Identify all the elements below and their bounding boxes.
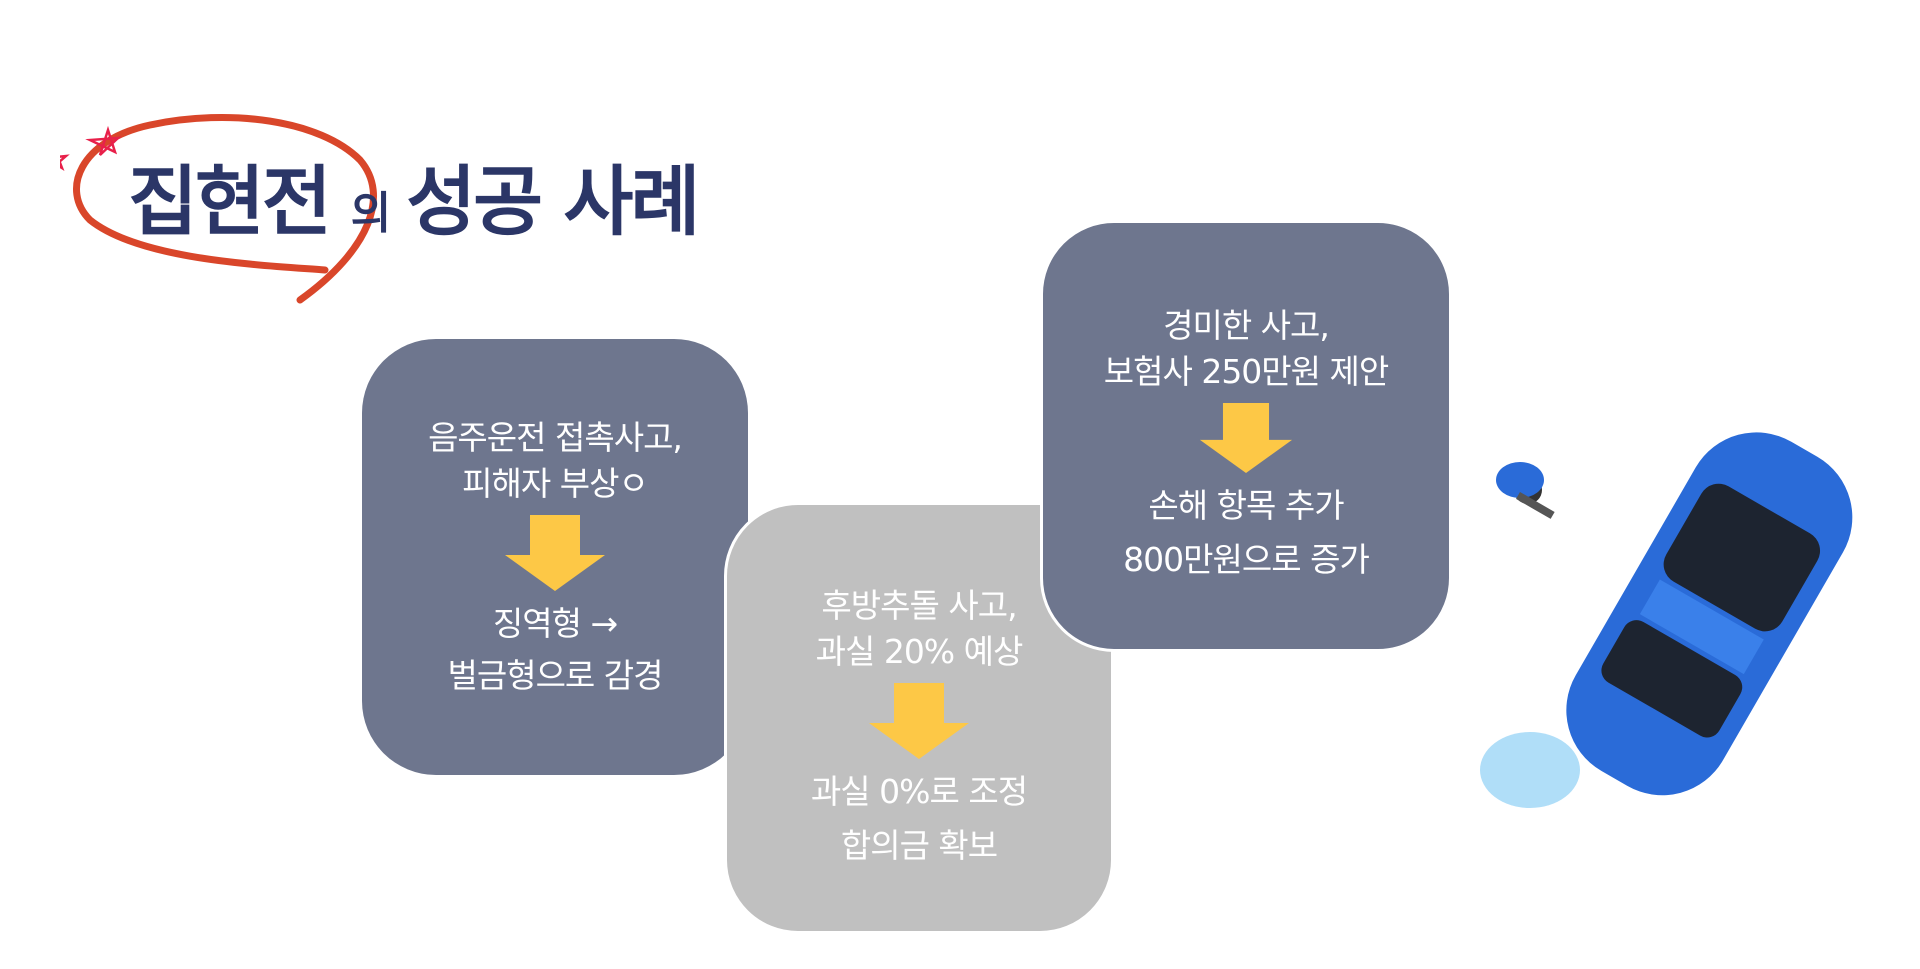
- case-before-line: 과실 20% 예상: [815, 632, 1024, 671]
- down-arrow-icon: [505, 515, 605, 591]
- down-arrow-icon: [1199, 403, 1293, 473]
- star-icon: [60, 125, 122, 172]
- case-after-line: 손해 항목 추가: [1148, 486, 1344, 525]
- case-before-line: 피해자 부상ㅇ: [462, 464, 649, 503]
- case-before-line: 보험사 250만원 제안: [1103, 352, 1389, 391]
- page-title: 집현전 의 성공 사례: [128, 140, 700, 250]
- hand-drawn-circle-decoration: [60, 114, 377, 304]
- case-after-line: 벌금형으로 감경: [447, 656, 663, 695]
- case-card-minor-accident: 경미한 사고, 보험사 250만원 제안 손해 항목 추가 800만원으로 증가: [1040, 220, 1452, 652]
- car-illustration: [1480, 432, 1853, 808]
- case-after-line: 징역형 →: [492, 604, 618, 643]
- case-after-line: 800만원으로 증가: [1123, 540, 1370, 579]
- person-icon: [1496, 462, 1555, 519]
- case-before-line: 경미한 사고,: [1163, 306, 1330, 345]
- down-arrow-icon: [869, 683, 969, 759]
- case-before-line: 음주운전 접촉사고,: [428, 418, 683, 457]
- case-before-line: 후방추돌 사고,: [821, 586, 1017, 625]
- case-after-line: 합의금 확보: [840, 826, 998, 865]
- case-after-line: 과실 0%로 조정: [810, 772, 1028, 811]
- title-rest: 성공 사례: [406, 157, 700, 246]
- case-card-drunk-driving: 음주운전 접촉사고, 피해자 부상ㅇ 징역형 → 벌금형으로 감경: [362, 339, 748, 775]
- title-particle: 의: [350, 188, 392, 239]
- title-highlight: 집현전: [128, 157, 332, 246]
